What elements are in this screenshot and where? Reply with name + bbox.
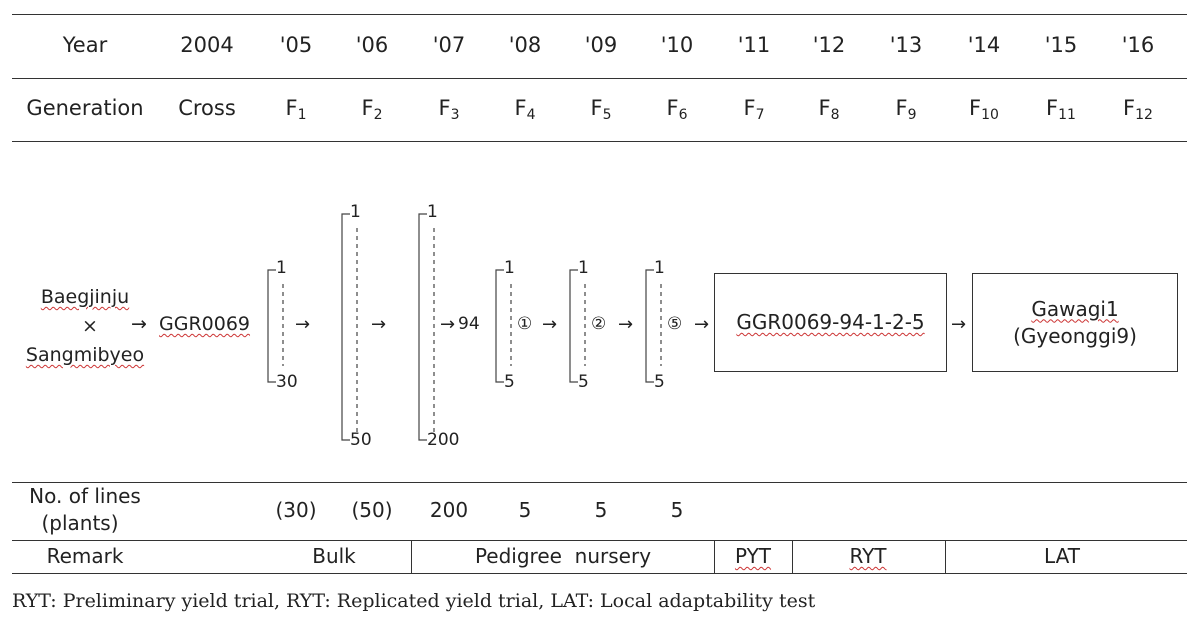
year-cell: '12 (812, 33, 846, 57)
remark-pyt: PYT (734, 544, 772, 568)
remark-bottom-rule (12, 573, 1187, 574)
year-generation-divider (12, 78, 1187, 79)
f4-bracket (495, 269, 512, 376)
year-cell: '07 (432, 33, 466, 57)
year-label: Year (62, 33, 108, 57)
footnote: RYT: Preliminary yield trial, RYT: Repli… (12, 590, 816, 612)
lines-label-2: (plants) (41, 511, 119, 535)
f5-bottom-label: 5 (578, 372, 589, 392)
lines-value-f6: 5 (670, 498, 684, 522)
generation-cell: F8 (818, 96, 840, 123)
arrow-f2-f3: → (371, 314, 387, 335)
remark-label: Remark (46, 544, 124, 568)
f6-top-label: 1 (654, 258, 665, 278)
selected-line-f6: ⑤ (667, 314, 683, 334)
f5-bracket (569, 269, 586, 376)
lines-value-f3: 200 (429, 498, 469, 522)
line-name: GGR0069-94-1-2-5 (736, 310, 925, 334)
generation-cell: F3 (438, 96, 460, 123)
arrow-f5-f6: → (618, 314, 634, 335)
year-cell: '08 (508, 33, 542, 57)
generation-cell: F10 (969, 96, 999, 123)
f2-bracket (341, 213, 358, 432)
f3-top-label: 1 (427, 202, 438, 222)
variety-alt-name: (Gyeonggi9) (1013, 323, 1137, 348)
f2-bottom-label: 50 (350, 430, 372, 450)
arrow-f3-f4: → (440, 314, 456, 335)
arrow-f4-f5: → (542, 314, 558, 335)
f1-bottom-label: 30 (276, 372, 298, 392)
generation-cell: F6 (666, 96, 688, 123)
parent-2: Sangmibyeo (25, 344, 145, 366)
selected-line-f4: ① (517, 314, 533, 334)
f3-bottom-label: 200 (427, 430, 460, 450)
parent-1: Baegjinju (40, 286, 130, 308)
remark-top-rule (12, 540, 1187, 541)
generation-cell: F2 (361, 96, 383, 123)
selected-line-f5: ② (591, 314, 607, 334)
generation-cell: F12 (1123, 96, 1153, 123)
year-cell: '11 (737, 33, 771, 57)
lines-value-f5: 5 (594, 498, 608, 522)
f1-bracket (267, 269, 284, 366)
variety-box: Gawagi1 (Gyeonggi9) (972, 273, 1178, 372)
top-rule (12, 14, 1187, 15)
generation-cell: F7 (743, 96, 765, 123)
line-name-box: GGR0069-94-1-2-5 (714, 273, 947, 372)
year-cell: '14 (967, 33, 1001, 57)
f6-bracket (645, 269, 662, 376)
generation-cell: F9 (895, 96, 917, 123)
generation-cell: F4 (514, 96, 536, 123)
remark-ryt: RYT (849, 544, 887, 568)
lines-value-f1: (30) (275, 498, 317, 522)
lines-label-1: No. of lines (29, 484, 141, 508)
remark-lat: LAT (1044, 544, 1080, 568)
year-cell: '09 (584, 33, 618, 57)
arrow-f6-line: → (694, 314, 710, 335)
year-cell: '10 (660, 33, 694, 57)
remark-bulk: Bulk (312, 544, 356, 568)
year-cell: '06 (355, 33, 389, 57)
generation-cell: F11 (1046, 96, 1076, 123)
f1-top-label: 1 (276, 258, 287, 278)
generation-bottom-rule (12, 141, 1187, 142)
year-cell: '05 (279, 33, 313, 57)
cross-symbol: × (82, 315, 98, 337)
remark-divider-ryt (945, 540, 946, 573)
remark-divider-pedigree (714, 540, 715, 573)
bracket-bottom-ticks (267, 366, 654, 441)
generation-label: Generation (26, 96, 144, 120)
lines-value-f4: 5 (518, 498, 532, 522)
f3-bracket (418, 213, 435, 432)
f2-top-label: 1 (350, 202, 361, 222)
lines-value-f2: (50) (351, 498, 393, 522)
year-cell: 2004 (180, 33, 234, 57)
arrow-f1-f2: → (295, 314, 311, 335)
f5-top-label: 1 (578, 258, 589, 278)
f4-top-label: 1 (504, 258, 515, 278)
remark-pedigree-nursery: Pedigree nursery (474, 544, 652, 568)
cross-name: GGR0069 (159, 313, 251, 335)
remark-divider-bulk (411, 540, 412, 573)
year-cell: '16 (1121, 33, 1155, 57)
generation-cell: F5 (590, 96, 612, 123)
arrow-to-variety: → (951, 314, 967, 335)
arrow-to-cross: → (131, 313, 147, 335)
remark-divider-pyt (792, 540, 793, 573)
generation-cell: F1 (285, 96, 307, 123)
lines-top-rule (12, 482, 1187, 483)
variety-name: Gawagi1 (1031, 296, 1119, 321)
selected-line-f3: 94 (458, 314, 480, 334)
f4-bottom-label: 5 (504, 372, 515, 392)
year-cell: '15 (1044, 33, 1078, 57)
cross-label: Cross (178, 96, 236, 120)
f6-bottom-label: 5 (654, 372, 665, 392)
year-cell: '13 (889, 33, 923, 57)
